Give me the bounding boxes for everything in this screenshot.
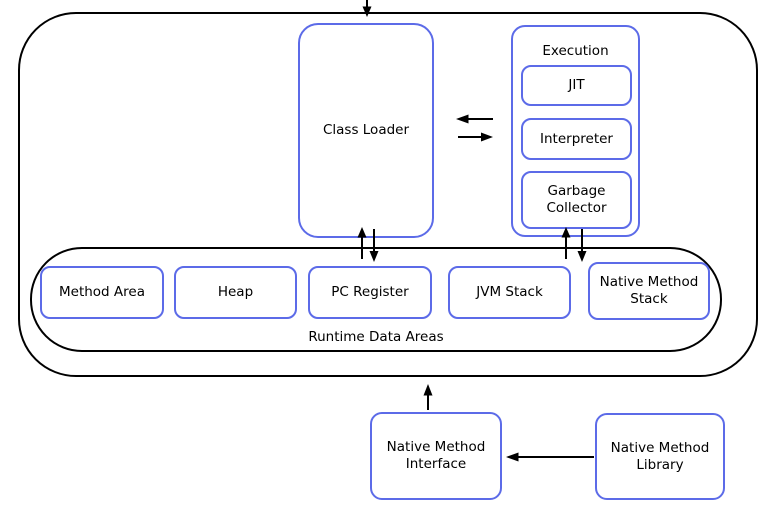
- node-jit: JIT: [521, 65, 632, 106]
- node-method-area: Method Area: [40, 266, 164, 319]
- node-class-loader: Class Loader: [298, 23, 434, 238]
- execution-label: Execution: [542, 43, 609, 59]
- node-native-method-stack: Native Method Stack: [588, 262, 710, 320]
- runtime-data-areas-label: Runtime Data Areas: [308, 329, 444, 345]
- jit-label: JIT: [568, 77, 585, 94]
- method-area-label: Method Area: [59, 284, 145, 301]
- jvm-stack-label: JVM Stack: [476, 284, 543, 301]
- heap-label: Heap: [217, 284, 254, 301]
- interpreter-label: Interpreter: [540, 130, 613, 147]
- node-pc-register: PC Register: [308, 266, 432, 319]
- node-jvm-stack: JVM Stack: [448, 266, 571, 319]
- pc-register-label: PC Register: [331, 284, 409, 301]
- node-heap: Heap: [174, 266, 297, 319]
- jvm-container-outline: [18, 12, 758, 377]
- node-native-method-interface: Native Method Interface: [370, 412, 502, 500]
- native-method-library-label: Native Method Library: [610, 439, 710, 473]
- runtime-data-areas-outline: [30, 247, 722, 352]
- node-execution: Execution JIT Interpreter Garbage Collec…: [511, 25, 640, 237]
- native-method-interface-label: Native Method Interface: [386, 439, 486, 472]
- arrow-nmi-up-icon: [423, 384, 433, 410]
- node-interpreter: Interpreter: [521, 118, 632, 160]
- class-loader-label: Class Loader: [322, 122, 410, 139]
- node-garbage-collector: Garbage Collector: [521, 171, 632, 229]
- native-method-stack-label: Native Method Stack: [599, 274, 699, 307]
- node-native-method-library: Native Method Library: [595, 413, 725, 500]
- arrow-nml-to-nmi-left-icon: [506, 452, 594, 462]
- garbage-collector-label: Garbage Collector: [546, 183, 607, 216]
